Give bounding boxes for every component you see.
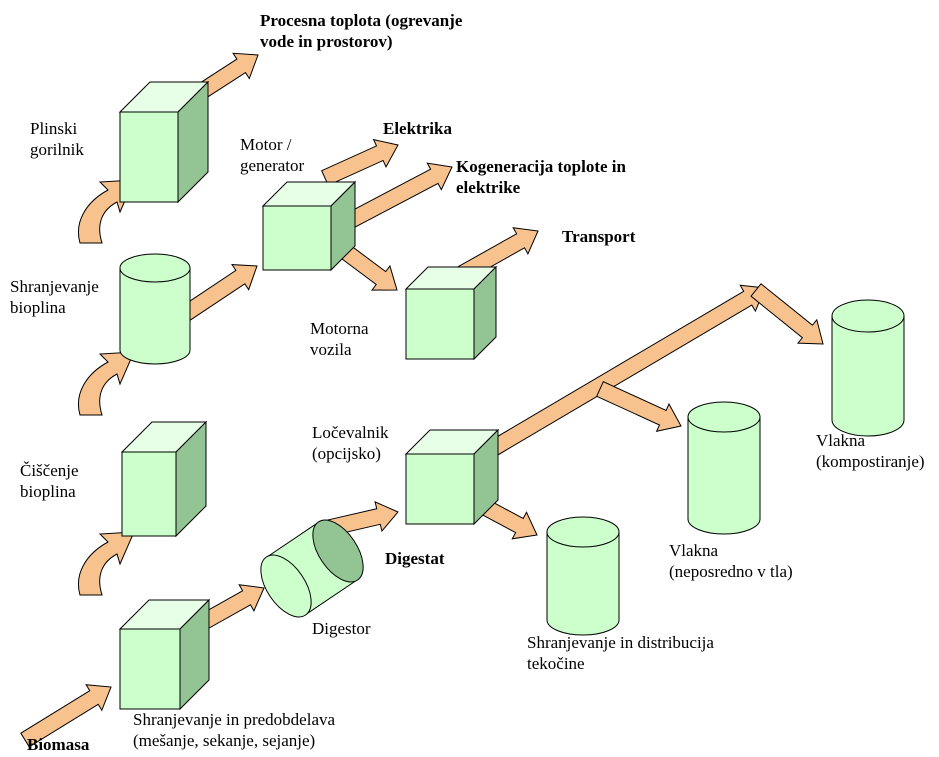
box-pretreatment	[118, 598, 211, 711]
arrow-storage-to-generator	[179, 264, 258, 322]
label-biomass: Biomasa	[27, 735, 90, 754]
box-separator	[404, 428, 500, 526]
box-biogas-cleaning	[120, 420, 208, 538]
label-separator: Ločevalnik(opcijsko)	[312, 423, 389, 463]
cylinder-fibers-compost	[831, 299, 905, 437]
arrow-separator-to-fiber-line	[477, 284, 766, 463]
shapes-layer	[118, 80, 905, 711]
label-fibers-soil: Vlakna(neposredno v tla)	[669, 541, 793, 581]
box-gas-burner	[118, 80, 210, 204]
box-motor-generator	[261, 180, 357, 272]
arrow-to-electricity	[321, 138, 399, 186]
label-fibers-compost: Vlakna(kompostiranje)	[816, 431, 925, 471]
label-digester: Digestor	[312, 619, 371, 638]
label-electricity: Elektrika	[383, 119, 452, 138]
label-motor-generator: Motor /generator	[240, 135, 305, 175]
cylinder-fibers-soil	[687, 401, 761, 535]
curved-arrow-pretreat-to-cleaning	[78, 531, 135, 596]
arrow-biomass-input	[20, 684, 112, 748]
label-transport: Transport	[562, 227, 636, 246]
cylinder-digester	[260, 519, 364, 618]
curved-arrow-cleaning-to-storage	[78, 351, 135, 416]
cylinder-biogas-storage	[119, 253, 191, 365]
arrow-to-motor-vehicles	[340, 244, 398, 291]
cylinder-liquid-storage	[546, 516, 620, 636]
arrow-to-fibers-soil	[596, 381, 682, 433]
box-motor-vehicles	[404, 265, 498, 361]
label-pretreatment: Shranjevanje in predobdelava(mešanje, se…	[133, 710, 336, 750]
arrow-to-fibers-compost	[750, 283, 824, 345]
label-digestate: Digestat	[385, 549, 445, 568]
